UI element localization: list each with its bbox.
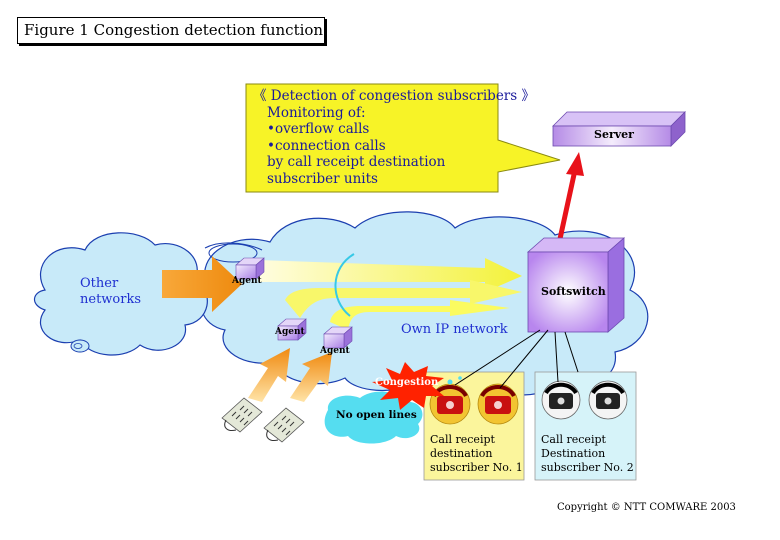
subscriber-1-line: subscriber No. 1 [430, 461, 523, 474]
caller-phone-icon-1 [221, 397, 263, 433]
congestion-burst [372, 362, 462, 410]
callout-line: by call receipt destination [267, 154, 446, 170]
callout-line: subscriber units [267, 170, 378, 187]
other-networks-label-line1: Other [80, 276, 119, 291]
softswitch-links [454, 329, 579, 389]
other-networks-label-line2: networks [80, 292, 142, 307]
subscriber-2-line: Destination [541, 447, 606, 460]
report-to-server-arrow [555, 152, 584, 249]
black-phone-icon-1 [541, 380, 581, 420]
other-networks-arrow [162, 256, 242, 312]
callout-line: •overflow calls [267, 121, 370, 137]
caller-phone-icon-2 [263, 407, 305, 443]
agent-label-3: Agent [320, 346, 350, 356]
callout-line: •connection calls [267, 137, 386, 154]
figure-title: Figure 1 Congestion detection function [17, 17, 325, 44]
subscriber-2-line: subscriber No. 2 [541, 461, 634, 474]
subscriber-2-box [534, 371, 637, 481]
softswitch-cube [526, 237, 626, 333]
callout-heading: 《 Detection of congestion subscribers 》 [253, 88, 535, 104]
caller-arrows [248, 348, 332, 402]
subscriber-1-label: Call receipt destination subscriber No. … [430, 433, 523, 475]
server-label: Server [594, 128, 634, 141]
no-open-lines-label: No open lines [336, 409, 417, 421]
congestion-label: Congestion [375, 377, 439, 388]
subscriber-1-line: destination [430, 447, 493, 460]
detection-callout-bubble [245, 83, 561, 193]
own-ip-network-label: Own IP network [401, 322, 508, 337]
agent-box-3 [323, 326, 353, 349]
callout-line: Monitoring of: [267, 104, 366, 121]
subscriber-1-line: Call receipt [430, 433, 495, 446]
agent-label-1: Agent [232, 276, 262, 286]
copyright-notice: Copyright © NTT COMWARE 2003 [557, 502, 736, 513]
black-phone-icon-2 [588, 380, 628, 420]
red-phone-icon-2 [477, 383, 519, 425]
subscriber-2-line: Call receipt [541, 433, 606, 446]
softswitch-label: Softswitch [541, 285, 606, 298]
subscriber-2-label: Call receipt Destination subscriber No. … [541, 433, 634, 475]
server-box [552, 111, 686, 147]
callout-text: 《 Detection of congestion subscribers 》 … [253, 88, 535, 187]
agent-label-2: Agent [275, 327, 305, 337]
other-networks-cloud [33, 232, 208, 356]
call-flow-arrows [258, 258, 522, 330]
agent-box-2 [277, 318, 307, 341]
agent-box-1 [235, 257, 265, 280]
